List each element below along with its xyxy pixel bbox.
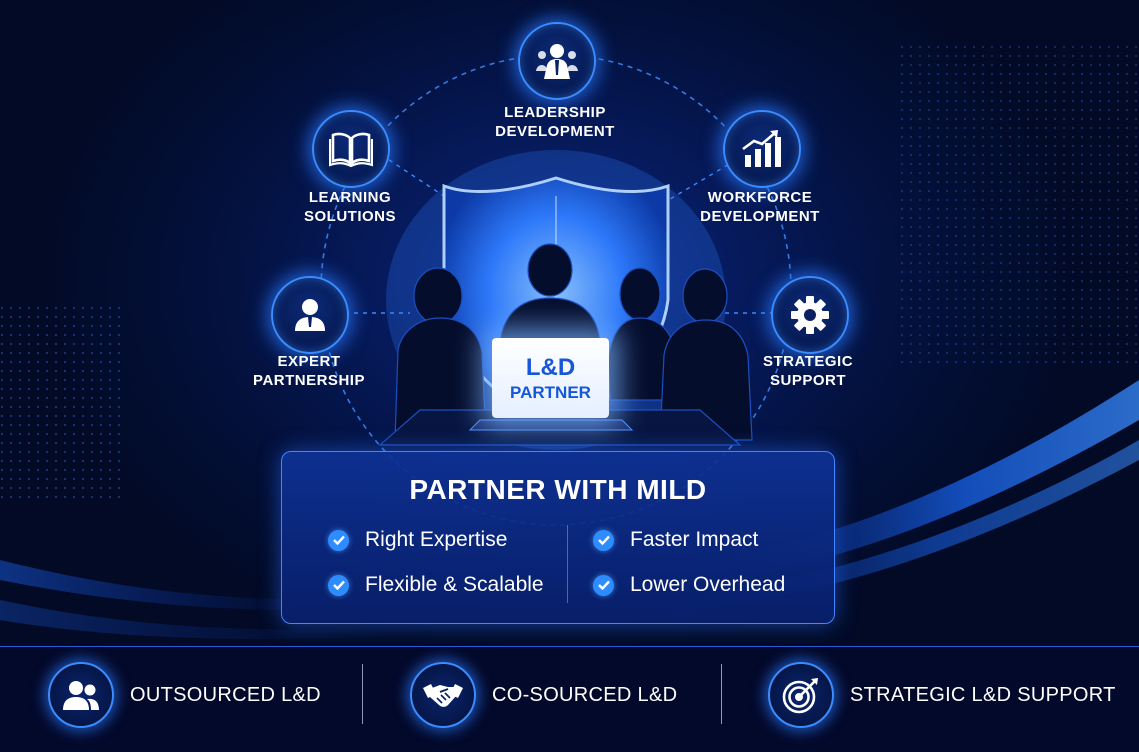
leader-group-icon: [536, 44, 578, 79]
laptop-screen: L&D PARTNER: [492, 338, 609, 418]
strategic-label: STRATEGIC SUPPORT: [728, 352, 888, 390]
expert-label-line2: PARTNERSHIP: [253, 372, 365, 389]
service-label: OUTSOURCED L&D: [130, 683, 321, 706]
service-outsourced: OUTSOURCED L&D: [48, 662, 321, 728]
person-icon: [295, 299, 325, 331]
feature-right-expertise: Right Expertise: [328, 528, 507, 552]
leadership-label-line1: LEADERSHIP: [504, 104, 606, 121]
check-icon: [328, 529, 349, 551]
service-bar: [0, 646, 1139, 752]
leadership-node: [518, 22, 596, 100]
service-label: CO-SOURCED L&D: [492, 683, 678, 706]
workforce-label: WORKFORCE DEVELOPMENT: [680, 188, 840, 226]
laptop-subtitle: PARTNER: [510, 382, 591, 402]
feature-label: Faster Impact: [630, 528, 759, 551]
check-icon: [593, 529, 614, 551]
service-divider: [362, 664, 363, 724]
feature-lower-overhead: Lower Overhead: [593, 573, 785, 597]
growth-chart-icon: [742, 130, 781, 167]
open-book-icon: [329, 132, 373, 167]
learning-label: LEARNING SOLUTIONS: [270, 188, 430, 226]
feature-faster-impact: Faster Impact: [593, 528, 758, 552]
feature-label: Right Expertise: [365, 528, 508, 551]
expert-label-line1: EXPERT: [277, 353, 341, 370]
service-label: STRATEGIC L&D SUPPORT: [850, 683, 1116, 706]
laptop-title: L&D: [525, 353, 576, 381]
strategic-label-line1: STRATEGIC: [762, 353, 854, 370]
check-icon: [328, 574, 349, 596]
workforce-label-line1: WORKFORCE: [707, 189, 813, 206]
gear-icon: [791, 296, 829, 334]
leadership-label: LEADERSHIP DEVELOPMENT: [475, 103, 635, 141]
target-icon: [768, 662, 834, 728]
learning-label-line1: LEARNING: [308, 189, 392, 206]
feature-label: Flexible & Scalable: [365, 573, 544, 596]
strategic-label-line2: SUPPORT: [769, 372, 846, 389]
expert-label: EXPERT PARTNERSHIP: [229, 352, 389, 390]
partner-panel: PARTNER WITH MILD Right Expertise Faster…: [281, 451, 835, 624]
handshake-icon: [410, 662, 476, 728]
learning-node: [312, 110, 390, 188]
service-divider: [721, 664, 722, 724]
strategic-node: [771, 276, 849, 354]
panel-divider: [567, 525, 568, 603]
learning-label-line2: SOLUTIONS: [303, 208, 396, 225]
expert-node: [271, 276, 349, 354]
service-strategic: STRATEGIC L&D SUPPORT: [768, 662, 1116, 728]
service-cosourced: CO-SOURCED L&D: [410, 662, 677, 728]
people-icon: [48, 662, 114, 728]
feature-label: Lower Overhead: [630, 573, 786, 596]
panel-title: PARTNER WITH MILD: [409, 474, 707, 505]
check-icon: [593, 574, 614, 596]
leadership-label-line2: DEVELOPMENT: [495, 123, 615, 140]
feature-flexible-scalable: Flexible & Scalable: [328, 573, 544, 597]
workforce-node: [723, 110, 801, 188]
workforce-label-line2: DEVELOPMENT: [700, 208, 820, 225]
